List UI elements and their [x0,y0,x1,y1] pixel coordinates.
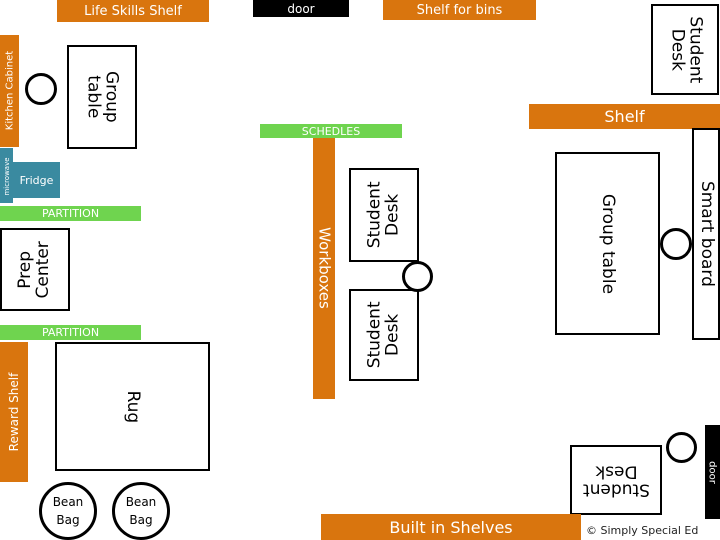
chair-circle-center [402,261,433,292]
schedules-label: SCHEDLES [301,124,361,138]
life-skills-shelf: Life Skills Shelf [57,0,209,22]
smart-board: Smart board [692,128,720,340]
student-desk-top-right: Student Desk [651,4,719,95]
microwave-label: microwave [2,157,11,196]
workboxes-label: Workboxes [315,227,334,309]
student-desk-center-1: Student Desk [349,168,419,262]
microwave: microwave [0,148,13,203]
group-table-right: Group table [555,152,660,335]
copyright-text: © Simply Special Ed [586,524,699,537]
rug-label: Rug [123,390,144,423]
life-skills-shelf-label: Life Skills Shelf [84,3,182,19]
student-desk-top-right-text: Student Desk [667,16,705,83]
partition-2: PARTITION [0,325,141,340]
door-top-label: door [287,1,315,16]
group-table-right-label: Group table [598,193,619,294]
partition-1: PARTITION [0,206,141,221]
partition-2-label: PARTITION [41,326,100,339]
prep-center-text: Prep Center [15,240,53,299]
bean-bag-1: Bean Bag [39,482,97,540]
built-in-shelves-label: Built in Shelves [389,517,513,537]
door-top: door [253,0,349,17]
rug: Rug [55,342,210,471]
smart-board-label: Smart board [696,181,717,287]
group-table-left-text: Group table [83,71,122,123]
student-desk-bottom-right: Student Desk [570,445,662,515]
chair-circle-bottom-right [666,432,697,463]
door-right-label: door [706,461,718,484]
fridge: Fridge [13,162,60,198]
schedules: SCHEDLES [260,124,402,138]
student-desk-center-2-text: Student Desk [364,301,403,369]
shelf-for-bins-label: Shelf for bins [416,2,503,18]
kitchen-cabinet-label: Kitchen Cabinet [4,50,16,131]
shelf-right-label: Shelf [604,107,645,126]
fridge-label: Fridge [19,173,54,187]
built-in-shelves: Built in Shelves [321,514,581,540]
student-desk-bottom-right-text: Student Desk [582,462,650,500]
chair-circle-right [660,228,692,260]
door-right: door [705,425,720,519]
prep-center: Prep Center [0,228,70,311]
shelf-for-bins: Shelf for bins [383,0,536,20]
bean-bag-2: Bean Bag [112,482,170,540]
shelf-right: Shelf [529,104,720,129]
partition-1-label: PARTITION [41,207,100,220]
student-desk-center-1-text: Student Desk [364,181,403,249]
workboxes: Workboxes [313,138,335,399]
reward-shelf-label: Reward Shelf [7,372,21,452]
student-desk-center-2: Student Desk [349,289,419,381]
kitchen-cabinet: Kitchen Cabinet [0,35,19,147]
chair-circle [25,73,57,105]
group-table-left: Group table [67,45,137,149]
reward-shelf: Reward Shelf [0,342,28,482]
